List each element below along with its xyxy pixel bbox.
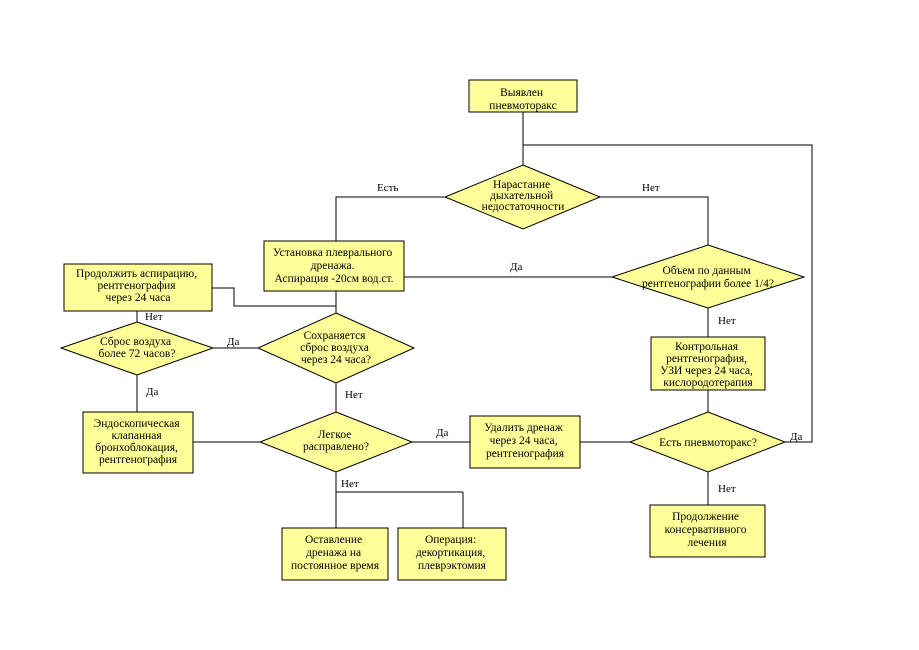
permanent-drain-label-line: постоянное время [291,560,380,572]
leak72-diamond [59,321,215,376]
node-labels: Выявлен пневмоторакс Нарастание дыхатель… [76,87,774,572]
leak72-label-line: Сброс воздуха [100,336,171,348]
remove-drain-label-line: через 24 часа, [490,435,558,447]
edge-label-volume-yes: Да [510,261,523,273]
edge-label-pneumo-yes: Да [790,431,803,443]
lung-expanded-label-line: Легкое [318,429,352,441]
edge-pneumo-yes-loop [523,144,813,443]
start-box [468,79,578,113]
conservative-label-line: консервативного [665,524,747,536]
continue-aspiration-label-line: Продолжить аспирацию, [76,268,197,280]
leak24-label-line: Сохраняется [304,330,367,342]
edge-label-leak72-no: Нет [145,311,163,323]
drainage-label-line: дренажа. [311,260,355,272]
volume-check-label-line: рентгенографии более 1/4? [642,278,774,290]
drainage-label: Установка плеврального дренажа. Аспираци… [273,247,395,285]
endoscopic-label-line: клапанная [111,430,162,442]
start-label-line: пневмоторакс [489,100,556,112]
surgery-label-line: плеврэктомия [418,560,487,572]
connectors [136,112,813,528]
control-xray-label-line: УЗИ через 24 часа, [660,365,753,377]
control-xray-box [650,336,766,391]
leak24-label: Сохраняется сброс воздуха через 24 часа? [300,330,371,366]
edge-label-lung-yes: Да [436,427,449,439]
pneumothorax-label-line: Есть пневмоторакс? [659,437,757,449]
resp-failure-label-line: недостаточности [482,201,565,213]
permanent-drain-label-line: Оставление [305,534,362,546]
leak24-diamond [256,312,416,384]
start-label: Выявлен пневмоторакс [489,87,556,112]
surgery-label: Операция: декортикация, плеврэктомия [416,534,488,572]
surgery-box [397,527,507,581]
nodes [59,79,806,581]
volume-check-label: Объем по данным рентгенографии более 1/4… [642,265,774,290]
edge-label-leak72-yes: Да [146,386,159,398]
resp-failure-label-line: Нарастание [493,179,550,191]
conservative-label-line: лечения [687,537,727,549]
continue-aspiration-label-line: через 24 часа [106,292,171,304]
resp-failure-label: Нарастание дыхательной недостаточности [482,179,565,213]
drainage-label-line: Установка плеврального [273,247,393,259]
lung-expanded-label: Легкое расправлено? [303,429,369,453]
start-label-line: Выявлен [500,87,543,99]
edge-label-resp-yes: Есть [377,182,398,194]
endoscopic-label-line: рентгенография [99,454,178,466]
leak72-label-line: более 72 часов? [99,348,176,360]
continue-aspiration-label: Продолжить аспирацию, рентгенография чер… [76,268,200,304]
conservative-label: Продолжение консервативного лечения [665,511,750,549]
endoscopic-box [82,411,194,474]
edge-label-leak24-no: Нет [345,389,363,401]
edge-label-resp-no: Нет [642,182,660,194]
leak24-label-line: через 24 часа? [301,354,371,366]
permanent-drain-box [281,527,389,581]
remove-drain-label: Удалить дренаж через 24 часа, рентгеногр… [484,422,565,460]
drainage-box [263,240,405,292]
pneumothorax-label: Есть пневмоторакс? [659,437,757,449]
surgery-label-line: Операция: [425,534,476,546]
pneumothorax-diamond [628,411,787,473]
endoscopic-label-line: бронхоблокация, [95,442,178,454]
control-xray-label: Контрольная рентгенография, УЗИ через 24… [660,341,756,389]
volume-diamond [610,244,806,309]
volume-check-label-line: Объем по данным [663,265,752,277]
permanent-drain-label-line: дренажа на [306,547,361,559]
remove-drain-label-line: рентгенография [486,448,565,460]
conservative-box [649,504,766,558]
edge-label-volume-no: Нет [718,315,736,327]
resp-failure-diamond [443,164,602,230]
edge-resp-yes [335,196,445,241]
endoscopic-label: Эндоскопическая клапанная бронхоблокация… [94,418,183,466]
edge-label-pneumo-no: Нет [718,483,736,495]
leak72-label: Сброс воздуха более 72 часов? [99,336,176,360]
leak24-label-line: сброс воздуха [300,342,369,354]
endoscopic-label-line: Эндоскопическая [94,418,181,430]
drainage-label-line: Аспирация -20см вод.ст. [275,273,394,285]
continue-aspiration-box [63,263,213,312]
control-xray-label-line: рентгенография, [666,353,747,365]
resp-failure-label-line: дыхательной [490,190,553,202]
edge-label-leak24-yes: Да [227,336,240,348]
control-xray-label-line: кислородотерапия [663,377,753,389]
permanent-drain-label: Оставление дренажа на постоянное время [291,534,380,572]
remove-drain-box [469,415,581,469]
continue-aspiration-label-line: рентгенография [98,280,177,292]
control-xray-label-line: Контрольная [675,341,739,353]
surgery-label-line: декортикация, [416,547,486,559]
lung-expanded-diamond [258,411,414,473]
edge-resp-no [600,196,709,245]
edge-leak24-continue [212,287,336,307]
conservative-label-line: Продолжение [672,511,739,523]
edge-labels: Есть Нет Да Нет Нет Да Да Нет Да Да Нет … [145,182,803,495]
lung-expanded-label-line: расправлено? [303,441,369,453]
remove-drain-label-line: Удалить дренаж [484,422,563,434]
edge-label-lung-no: Нет [341,478,359,490]
